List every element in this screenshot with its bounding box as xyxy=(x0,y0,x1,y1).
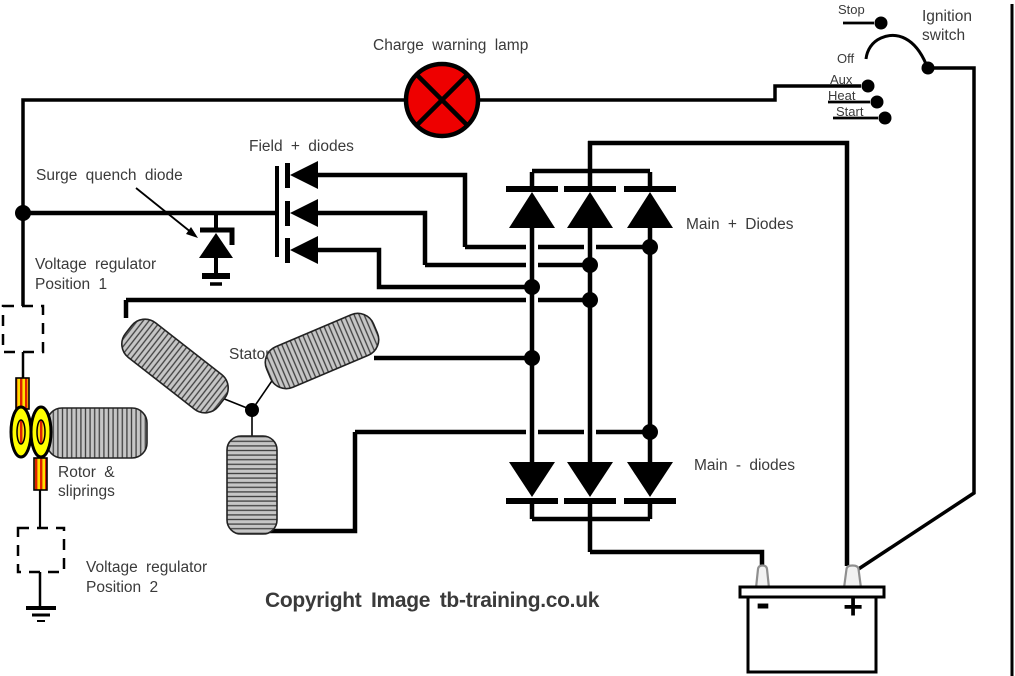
rotor-coil xyxy=(46,407,148,459)
mainp-d2-triangle xyxy=(567,192,613,228)
label-stop: Stop xyxy=(838,2,865,17)
junction-p1-field xyxy=(524,279,540,295)
lamp-to-ignition-wire xyxy=(478,84,861,102)
labels: Charge warning lamp Field + diodes Surge… xyxy=(35,2,972,612)
mainp-d2-bar xyxy=(564,186,616,192)
field-d3-wire xyxy=(318,247,532,290)
stator-coil-topleft xyxy=(121,318,229,414)
terminal-stop xyxy=(874,16,888,30)
label-main-minus-diodes: Main - diodes xyxy=(694,457,795,474)
label-voltage-regulator-2a: Voltage regulator xyxy=(86,559,207,576)
label-surge-quench-diode: Surge quench diode xyxy=(36,167,183,184)
label-start: Start xyxy=(836,104,864,119)
rotor-assembly xyxy=(1,304,148,622)
bminus-wire xyxy=(590,549,765,566)
label-rotor-a: Rotor & xyxy=(58,464,115,481)
voltage-regulator-1-box xyxy=(1,304,45,354)
surge-quench-diode xyxy=(135,187,235,286)
mainp-d3-bar xyxy=(624,186,676,192)
junction-p2-stator xyxy=(582,292,598,308)
label-field-diodes: Field + diodes xyxy=(249,138,354,155)
mainm-d1-triangle xyxy=(509,462,555,497)
terminal-aux xyxy=(861,79,875,93)
field-d1-triangle xyxy=(290,161,318,189)
label-switch: switch xyxy=(922,27,965,44)
field-d3-bar xyxy=(285,238,290,263)
ignition-switch-arm xyxy=(864,33,928,65)
slipring-2-core xyxy=(36,419,46,445)
battery-terminal-positive xyxy=(842,564,863,590)
slipring-1-core xyxy=(16,419,26,445)
mainm-d3-triangle xyxy=(627,462,673,497)
label-main-plus-diodes: Main + Diodes xyxy=(686,216,794,233)
field-d2-wire xyxy=(318,210,428,265)
stator xyxy=(121,312,380,535)
junction-p1-stator xyxy=(524,350,540,366)
label-off: Off xyxy=(837,51,854,66)
label-stator: Stator xyxy=(229,346,270,363)
junction-dots xyxy=(15,16,935,440)
surge-cathode-bar xyxy=(200,227,235,245)
label-voltage-regulator-2b: Position 2 xyxy=(86,579,158,596)
brush-top xyxy=(15,377,30,410)
lamp-to-regulator-wire xyxy=(21,98,406,306)
mainp-d1-triangle xyxy=(509,192,555,228)
stator-coil-right xyxy=(264,312,380,390)
field-d1-bar xyxy=(285,163,290,188)
voltage-regulator-2-box xyxy=(16,526,66,574)
stator-lead1 xyxy=(221,397,253,411)
stator-coil-bottom xyxy=(226,435,278,535)
wiring xyxy=(21,4,1014,676)
ignition-to-battery-wire xyxy=(856,66,976,572)
field-diodes xyxy=(285,161,318,264)
mainm-d2-triangle xyxy=(567,462,613,497)
main-plus-diodes xyxy=(506,186,676,228)
bplus-wire xyxy=(588,140,850,566)
label-heat: Heat xyxy=(828,88,856,103)
terminal-start xyxy=(878,111,892,125)
terminal-common xyxy=(921,61,935,75)
surge-triangle xyxy=(199,233,233,258)
mainm-d3-bar xyxy=(624,498,676,504)
label-ignition: Ignition xyxy=(922,8,972,25)
mainm-d1-bar xyxy=(506,498,558,504)
junction-p3-field xyxy=(642,239,658,255)
phase3-wire xyxy=(260,432,358,534)
terminal-heat xyxy=(870,95,884,109)
junction-p3-stator xyxy=(642,424,658,440)
field-d3-triangle xyxy=(290,236,318,264)
lamp-x2 xyxy=(415,73,469,127)
main-plus-stubs xyxy=(529,141,653,186)
label-rotor-b: sliprings xyxy=(58,483,115,500)
battery: - + xyxy=(738,564,886,674)
field-d1-wire xyxy=(318,172,468,247)
brush-bottom xyxy=(33,457,48,491)
field-d2-triangle xyxy=(290,199,318,227)
main-minus-diodes xyxy=(506,462,676,504)
copyright-text: Copyright Image tb-training.co.uk xyxy=(265,589,600,612)
field-d2-bar xyxy=(285,201,290,226)
junction-regulator xyxy=(15,205,31,221)
battery-terminal-negative xyxy=(754,564,771,590)
mainm-d2-bar xyxy=(564,498,616,504)
battery-minus-sign: - xyxy=(756,579,770,626)
mainp-d1-bar xyxy=(506,186,558,192)
label-voltage-regulator-1b: Position 1 xyxy=(35,276,107,293)
junction-p2-field xyxy=(582,257,598,273)
charge-warning-lamp xyxy=(403,61,481,139)
label-voltage-regulator-1a: Voltage regulator xyxy=(35,256,156,273)
label-charge-warning-lamp: Charge warning lamp xyxy=(373,37,528,54)
mainp-d3-triangle xyxy=(627,192,673,228)
surge-pointer-line xyxy=(135,187,193,234)
battery-plus-sign: + xyxy=(843,588,863,626)
surge-pointer-arrowhead xyxy=(186,227,198,238)
battery-body xyxy=(746,595,878,674)
label-aux: Aux xyxy=(830,72,853,87)
main-minus-stubs xyxy=(529,503,653,552)
